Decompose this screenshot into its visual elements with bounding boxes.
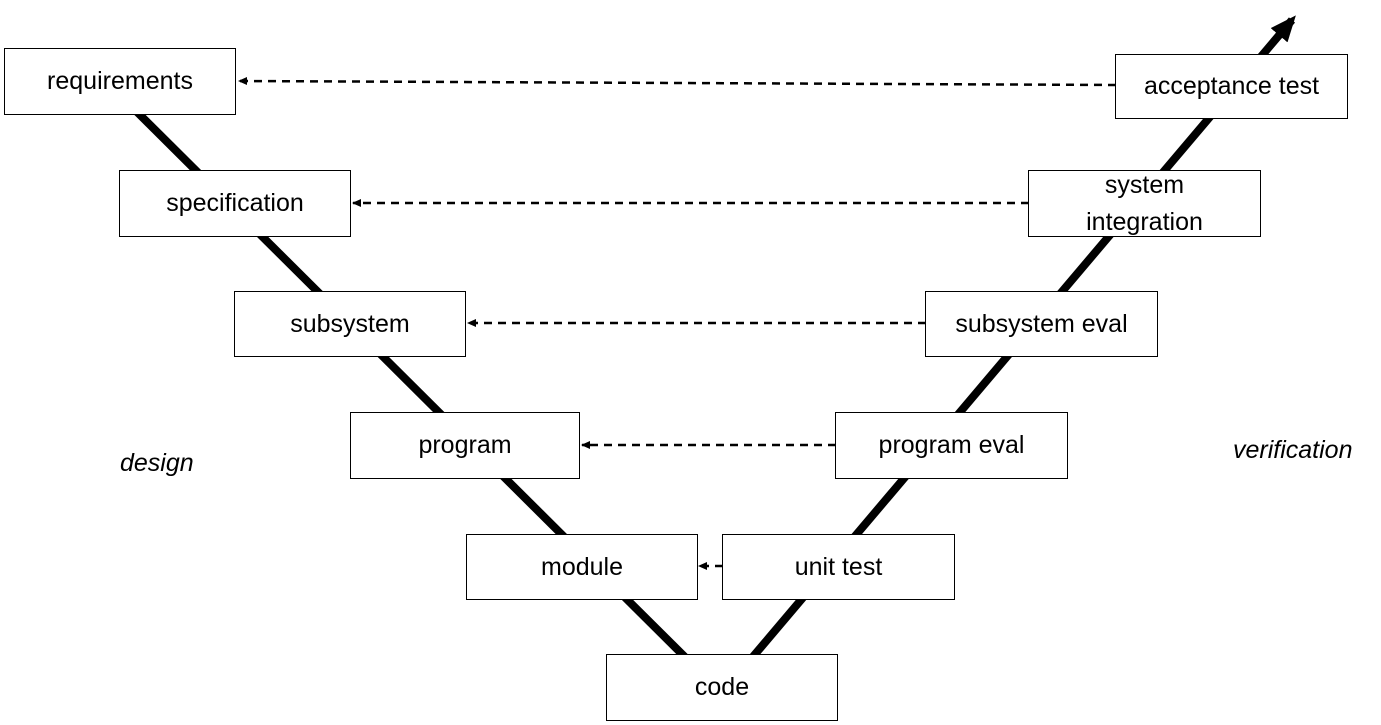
verification-label: verification <box>1233 436 1353 464</box>
trace-arrow-acceptance-requirements <box>238 77 1117 87</box>
unit-test-box: unit test <box>722 534 955 600</box>
program-box: program <box>350 412 580 479</box>
requirements-box: requirements <box>4 48 236 115</box>
specification-box: specification <box>119 170 351 237</box>
code-box: code <box>606 654 838 721</box>
subsystem-eval-box: subsystem eval <box>925 291 1158 357</box>
acceptance-test-box: acceptance test <box>1115 54 1348 119</box>
program-eval-box: program eval <box>835 412 1068 479</box>
design-label: design <box>120 449 194 477</box>
module-box: module <box>466 534 698 600</box>
subsystem-box: subsystem <box>234 291 466 357</box>
system-integration-box: system integration <box>1028 170 1261 237</box>
